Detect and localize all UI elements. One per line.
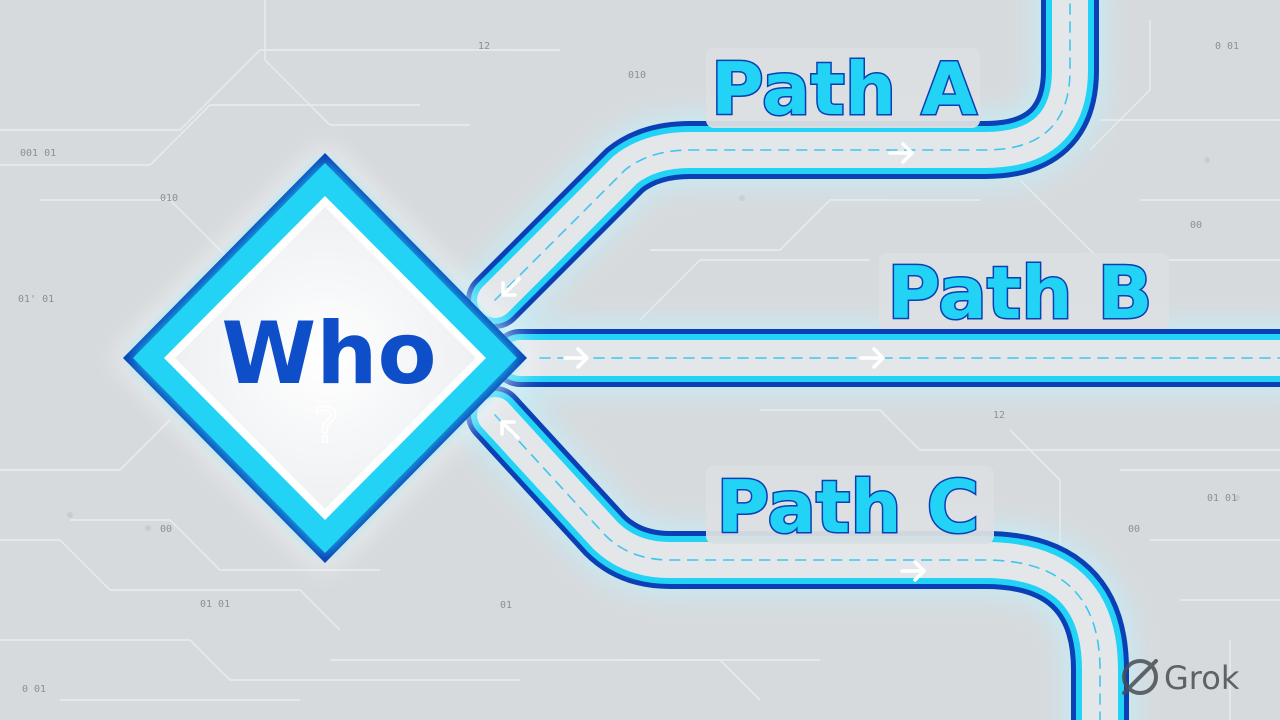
bg-code: 001 01 xyxy=(20,148,56,159)
arrow-icon xyxy=(859,347,885,369)
arrow-icon xyxy=(563,347,589,369)
bg-code: 010 xyxy=(628,70,646,81)
road-path-a xyxy=(466,0,1099,329)
bg-code: 00 xyxy=(1190,220,1202,231)
decision-node-label: Who xyxy=(221,304,436,404)
background-code-snippets: 001 01 010 010 01' 01 00 01 01 01 0 01 1… xyxy=(18,41,1239,695)
path-c-label: Path C xyxy=(716,465,979,549)
bg-code: 01 01 xyxy=(1207,493,1237,504)
bg-code: 01' 01 xyxy=(18,294,54,305)
arrow-icon xyxy=(888,142,914,164)
bg-code: 010 xyxy=(160,193,178,204)
road-path-c xyxy=(466,386,1129,720)
decision-node: Who ? xyxy=(118,148,532,568)
bg-code: 00 xyxy=(160,524,172,535)
question-mark-icon: ? xyxy=(313,398,338,454)
path-a-label: Path A xyxy=(711,47,977,131)
arrow-icon xyxy=(501,277,521,297)
grok-watermark: Grok xyxy=(1122,659,1240,697)
path-label-a: Path A xyxy=(706,46,980,133)
path-label-b: Path B xyxy=(879,250,1169,337)
bg-code: 01 01 xyxy=(200,599,230,610)
roads xyxy=(460,0,1280,720)
arrow-icon xyxy=(500,420,520,440)
bg-code: 12 xyxy=(478,41,490,52)
bg-code: 0 01 xyxy=(1215,41,1239,52)
bg-code: 12 xyxy=(993,410,1005,421)
arrow-icon xyxy=(900,560,926,582)
grok-logo-icon xyxy=(1122,659,1158,695)
bg-code: 0 01 xyxy=(22,684,46,695)
path-label-c: Path C xyxy=(706,464,994,551)
watermark-text: Grok xyxy=(1164,659,1240,697)
direction-arrows xyxy=(500,142,926,582)
path-b-label: Path B xyxy=(887,251,1152,335)
bg-code: 01 xyxy=(500,600,512,611)
bg-code: 00 xyxy=(1128,524,1140,535)
